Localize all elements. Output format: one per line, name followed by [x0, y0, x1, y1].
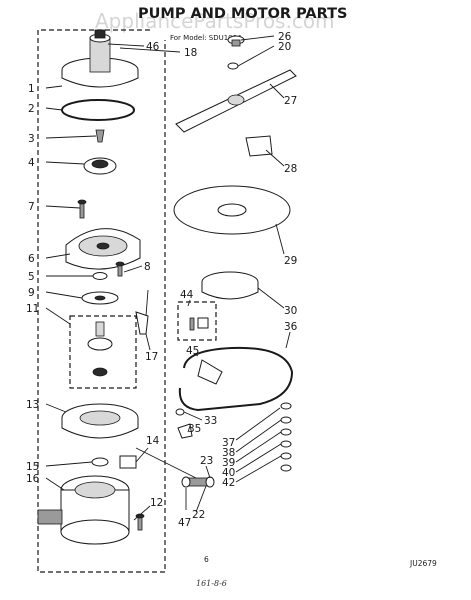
callout-46: 46	[146, 41, 160, 53]
housing-screw	[77, 199, 87, 219]
model-subtitle: For Model: SDU1004	[170, 34, 242, 42]
deflector-bracket	[245, 135, 273, 157]
mounting-bracket	[135, 289, 149, 335]
motor-washer	[91, 457, 109, 467]
callout-23: 23	[200, 455, 213, 467]
callout-13: 13	[26, 399, 39, 411]
callout-labels: 46 18 1 2 3 4 7 6 5 8 9 11 17 13 14 15 1…	[26, 31, 298, 529]
callout-40: 40	[222, 467, 235, 479]
callout-9: 9	[28, 287, 35, 299]
watermark: AppliancePartsPros.com	[95, 9, 335, 33]
element-clip	[177, 423, 193, 439]
sensor-bracket	[197, 359, 223, 385]
callout-39: 39	[222, 457, 235, 469]
pump-housing-cover	[61, 29, 139, 88]
spray-arm-nut	[227, 62, 239, 70]
callout-44: 44	[180, 289, 194, 301]
leader-lines	[45, 35, 291, 521]
fastener-kit-box	[177, 301, 217, 341]
callout-26: 26	[278, 31, 292, 43]
callout-45: 45	[186, 345, 199, 357]
callout-47: 47	[178, 517, 191, 529]
seal-plate	[81, 291, 119, 305]
mounting-bolt	[115, 261, 125, 277]
drain-fitting	[181, 476, 215, 488]
callout-29: 29	[284, 255, 297, 267]
callout-4: 4	[28, 157, 35, 169]
fastener-kit	[189, 317, 209, 331]
filter-seal-ring	[201, 271, 259, 300]
callout-16: 16	[26, 473, 40, 485]
callout-27: 27	[284, 95, 297, 107]
callout-38: 38	[222, 447, 235, 459]
callout-3: 3	[28, 133, 35, 145]
callout-30: 30	[284, 305, 297, 317]
callout-28: 28	[284, 163, 297, 175]
callout-8: 8	[144, 261, 151, 273]
callout-12: 12	[150, 497, 163, 509]
callout-35: 35	[188, 423, 201, 435]
callout-11: 11	[26, 303, 39, 315]
seal-kit-box	[69, 315, 137, 389]
terminal-hardware-stack	[280, 402, 292, 472]
callout-6: 6	[28, 253, 35, 265]
drive-motor	[37, 475, 130, 545]
motor-screw	[135, 513, 145, 531]
callout-17: 17	[145, 351, 158, 363]
callout-22: 22	[192, 509, 205, 521]
diagram-title: PUMP AND MOTOR PARTS	[138, 6, 348, 22]
callout-2: 2	[28, 103, 35, 115]
callout-20: 20	[278, 41, 291, 53]
callout-15: 15	[26, 461, 39, 473]
pump-base	[65, 228, 141, 270]
callout-5: 5	[28, 271, 35, 283]
washer	[92, 272, 108, 280]
callout-42: 42	[222, 477, 235, 489]
impeller	[83, 157, 117, 175]
page-number: 6	[204, 555, 209, 564]
shaft-seal	[87, 321, 113, 377]
lower-spray-arm	[175, 69, 297, 133]
callout-14: 14	[146, 435, 160, 447]
element-clamp	[175, 408, 185, 416]
callout-18: 18	[184, 47, 197, 59]
callout-33: 33	[204, 415, 217, 427]
filter-screen	[173, 185, 291, 235]
callout-1: 1	[28, 83, 35, 95]
motor-terminal-block	[119, 447, 149, 469]
heating-element	[178, 346, 294, 412]
o-ring	[61, 99, 135, 121]
handwritten-note: 161-8-6	[196, 579, 227, 588]
pump-motor-assembly-border	[37, 29, 166, 573]
drawing-code: JU2679	[409, 559, 437, 568]
motor-mount-plate	[61, 403, 139, 439]
impeller-nut	[95, 129, 105, 143]
spray-arm-cap	[227, 35, 245, 47]
callout-7: 7	[28, 201, 35, 213]
callout-37: 37	[222, 437, 235, 449]
callout-36: 36	[284, 321, 298, 333]
